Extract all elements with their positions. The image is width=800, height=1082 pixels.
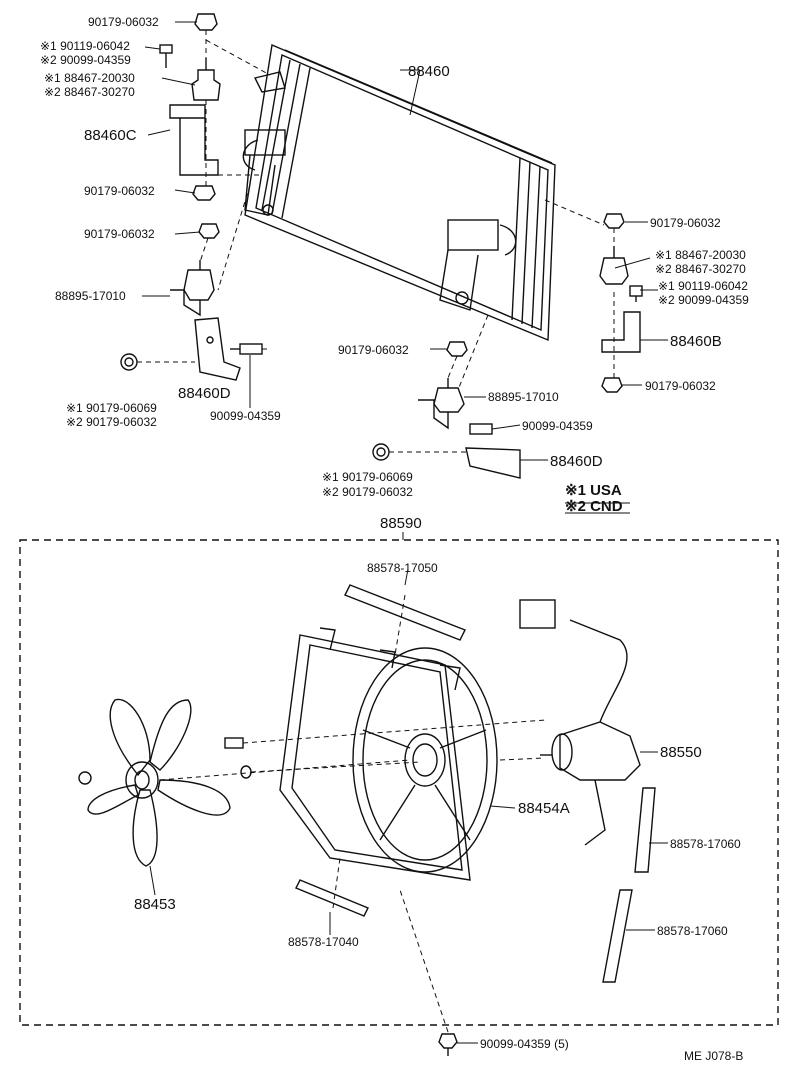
label-90119-06042-a: ※1 90119-06042 — [40, 39, 130, 53]
label-88578-17060-a: 88578-17060 — [670, 837, 741, 851]
part-labels: 90179-06032 ※1 90119-06042 ※2 90099-0435… — [40, 15, 749, 1063]
label-90099-04359-5: 90099-04359 (5) — [480, 1037, 569, 1051]
label-90179-06032-cnd-b: ※2 90179-06032 — [322, 485, 413, 499]
label-90179-06069-b: ※1 90179-06069 — [322, 470, 413, 484]
legend-usa: ※1 USA — [565, 482, 622, 499]
label-90099-04359-a: 90099-04359 — [210, 409, 281, 423]
label-88578-17040: 88578-17040 — [288, 935, 359, 949]
label-88895-17010-b: 88895-17010 — [488, 390, 559, 404]
condenser-drawing — [242, 44, 556, 342]
label-88550: 88550 — [660, 744, 702, 761]
label-88454A: 88454A — [518, 800, 570, 817]
fan-shroud-drawing — [279, 627, 498, 881]
label-88460B: 88460B — [670, 333, 722, 350]
label-90099-04359-cnd-b: ※2 90099-04359 — [658, 293, 749, 307]
fan-assembly-boundary — [19, 539, 779, 1026]
fan-blade-drawing — [78, 698, 231, 867]
footer-code: ME J078-B — [684, 1049, 743, 1063]
upper-guide-lines — [137, 30, 615, 453]
label-90179-06069-a: ※1 90179-06069 — [66, 401, 157, 415]
label-88590: 88590 — [380, 515, 422, 532]
fan-guide-lines — [159, 594, 546, 1033]
label-88467-20030-a: ※1 88467-20030 — [44, 71, 135, 85]
label-90099-04359-cnd-a: ※2 90099-04359 — [40, 53, 131, 67]
label-88460C: 88460C — [84, 127, 137, 144]
label-90179-06032-e: 90179-06032 — [645, 379, 716, 393]
legend-cnd: ※2 CND — [565, 498, 623, 515]
label-88578-17060-b: 88578-17060 — [657, 924, 728, 938]
label-88460D-b: 88460D — [550, 453, 603, 470]
label-88460D-a: 88460D — [178, 385, 231, 402]
right-mount-parts — [372, 213, 643, 479]
label-88578-17050: 88578-17050 — [367, 561, 438, 575]
seal-strips-drawing — [295, 584, 656, 983]
label-90179-06032-a: 90179-06032 — [88, 15, 159, 29]
label-90119-06042-b: ※1 90119-06042 — [658, 279, 748, 293]
label-90179-06032-cnd-a: ※2 90179-06032 — [66, 415, 157, 429]
label-90099-04359-b: 90099-04359 — [522, 419, 593, 433]
label-90179-06032-d: 90179-06032 — [650, 216, 721, 230]
label-90179-06032-f: 90179-06032 — [338, 343, 409, 357]
label-90179-06032-b: 90179-06032 — [84, 184, 155, 198]
label-88895-17010-a: 88895-17010 — [55, 289, 126, 303]
label-88453: 88453 — [134, 896, 176, 913]
label-88467-30270-b: ※2 88467-30270 — [655, 262, 746, 276]
leader-lines — [142, 21, 668, 1044]
label-88467-20030-b: ※1 88467-20030 — [655, 248, 746, 262]
fan-motor-drawing — [519, 599, 641, 846]
label-88467-30270-a: ※2 88467-30270 — [44, 85, 135, 99]
label-88460: 88460 — [408, 63, 450, 80]
label-90179-06032-c: 90179-06032 — [84, 227, 155, 241]
